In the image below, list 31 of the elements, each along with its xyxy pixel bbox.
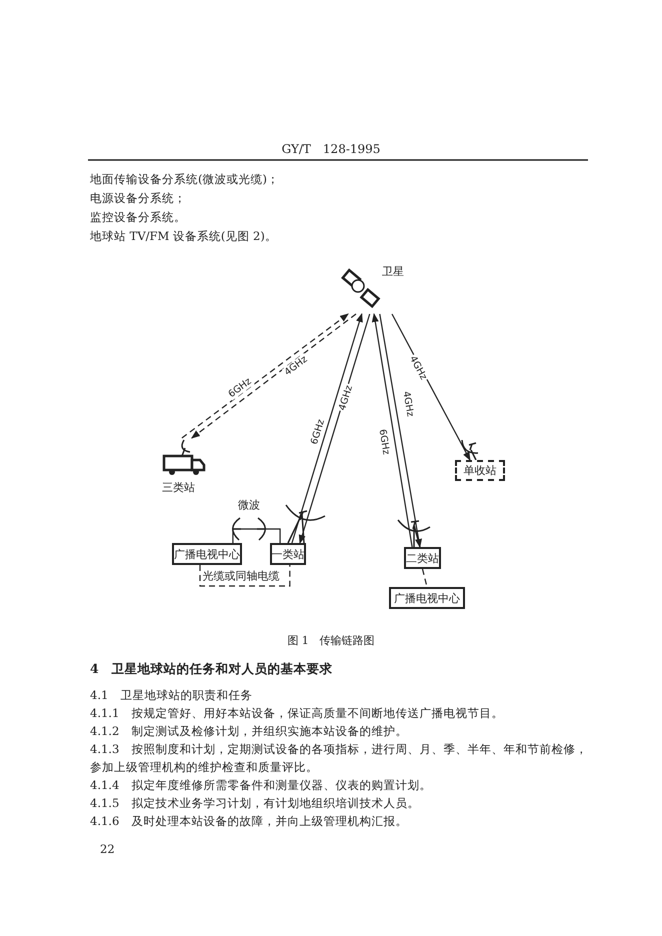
station-box: 二类站 [404, 547, 441, 569]
clause-text: 4.1.1 按规定管好、用好本站设备，保证高质量不间断地传送广播电视节目。 [90, 705, 504, 722]
station-box: 一类站 [270, 543, 306, 565]
edge-label: 微波 [237, 498, 261, 512]
signal-link-arrow [379, 314, 422, 548]
connector-line [232, 528, 281, 543]
signal-link-arrow [298, 314, 370, 544]
clause-text: 4.1.4 拟定年度维修所需零备件和测量仪器、仪表的购置计划。 [90, 777, 432, 794]
page-number: 22 [100, 841, 115, 858]
station-box: 广播电视中心 [389, 587, 465, 609]
station-label: 三类站 [162, 480, 195, 495]
edge-label: 光缆或同轴电缆 [202, 570, 280, 582]
station-box: 广播电视中心 [172, 543, 242, 565]
satellite-label: 卫星 [382, 264, 404, 279]
signal-link-arrow [291, 313, 363, 544]
signal-link-arrow [372, 313, 413, 548]
list-item: 监控设备分系统。 [90, 209, 186, 226]
clause-text: 4.1.3 按照制度和计划，定期测试设备的各项指标，进行周、月、季、半年、年和节前检修，参加上级管理机构的维护检查和质量评比。 [90, 741, 588, 776]
figure-caption: 图 1 传输链路图 [286, 633, 376, 649]
list-item: 电源设备分系统； [90, 190, 186, 207]
clause-text: 4.1.2 制定测试及检修计划，并组织实施本站设备的维护。 [90, 723, 408, 740]
connector-line [422, 568, 428, 588]
list-item: 地球站 TV/FM 设备系统(见图 2)。 [90, 228, 277, 245]
station-box: 单收站 [455, 460, 505, 481]
section-heading: 4 卫星地球站的任务和对人员的基本要求 [90, 660, 333, 678]
clause-text: 4.1.5 拟定技术业务学习计划，有计划地组织培训技术人员。 [90, 795, 420, 812]
clause-text: 4.1.6 及时处理本站设备的故障，并向上级管理机构汇报。 [90, 813, 408, 830]
connector-line [199, 565, 290, 587]
standard-number: GY/T 128-1995 [280, 141, 382, 158]
list-item: 地面传输设备分系统(微波或光缆)； [90, 171, 279, 188]
subsection-heading: 4.1 卫星地球站的职责和任务 [90, 687, 252, 704]
